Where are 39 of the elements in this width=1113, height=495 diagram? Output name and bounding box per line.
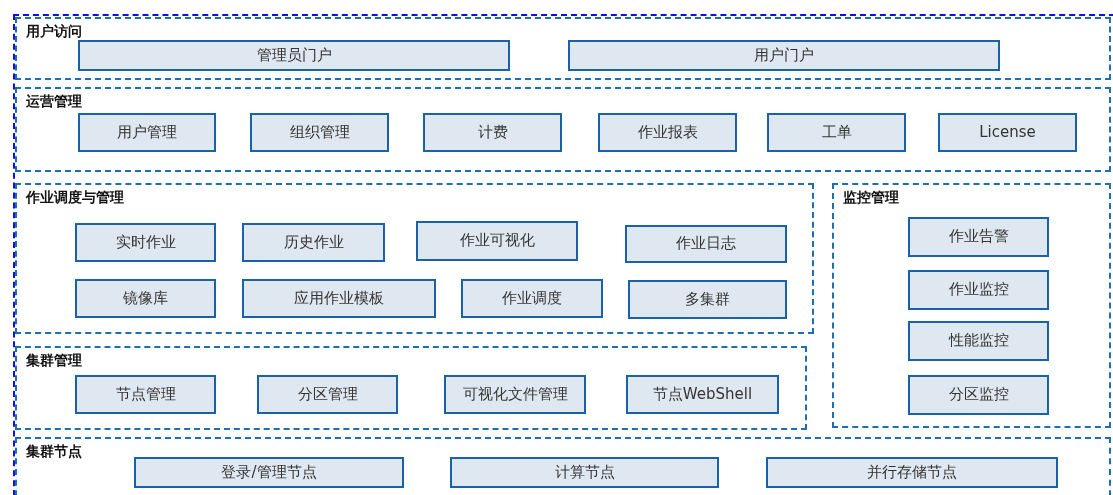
layer-panel [15, 87, 1111, 172]
module-box: 工单 [767, 113, 906, 152]
module-box: 多集群 [628, 280, 787, 319]
layer-title: 集群管理 [26, 352, 82, 370]
module-box: 历史作业 [242, 223, 385, 262]
layer-panel [15, 346, 807, 430]
module-box: 性能监控 [908, 321, 1049, 361]
layer-title: 集群节点 [26, 443, 82, 461]
layer-panel [15, 437, 1111, 495]
module-box: 组织管理 [250, 113, 389, 152]
layer-panel [15, 17, 1111, 80]
layer-title: 作业调度与管理 [26, 189, 124, 207]
module-box: 作业调度 [461, 279, 603, 318]
module-box: 实时作业 [75, 223, 216, 262]
module-box: 作业告警 [908, 217, 1049, 257]
module-box: License [938, 113, 1077, 152]
module-box: 并行存储节点 [766, 457, 1058, 488]
module-box: 作业报表 [598, 113, 737, 152]
module-box: 节点管理 [75, 375, 216, 414]
module-box: 作业可视化 [416, 221, 578, 261]
module-box: 分区监控 [908, 375, 1049, 415]
module-box: 应用作业模板 [242, 279, 436, 318]
module-box: 可视化文件管理 [444, 375, 586, 414]
layer-panel [832, 183, 1111, 428]
module-box: 节点WebShell [626, 375, 779, 414]
module-box: 作业监控 [908, 270, 1049, 310]
module-box: 作业日志 [625, 225, 787, 263]
layer-title: 监控管理 [843, 189, 899, 207]
module-box: 用户管理 [78, 113, 216, 152]
module-box: 用户门户 [568, 40, 1000, 71]
module-box: 登录/管理节点 [134, 457, 404, 488]
module-box: 镜像库 [75, 279, 216, 318]
layer-title: 运营管理 [26, 93, 82, 111]
module-box: 管理员门户 [78, 40, 510, 71]
module-box: 分区管理 [257, 375, 398, 414]
layer-title: 用户访问 [26, 23, 82, 41]
module-box: 计算节点 [450, 457, 719, 488]
layer-panel [15, 183, 814, 334]
module-box: 计费 [423, 113, 562, 152]
